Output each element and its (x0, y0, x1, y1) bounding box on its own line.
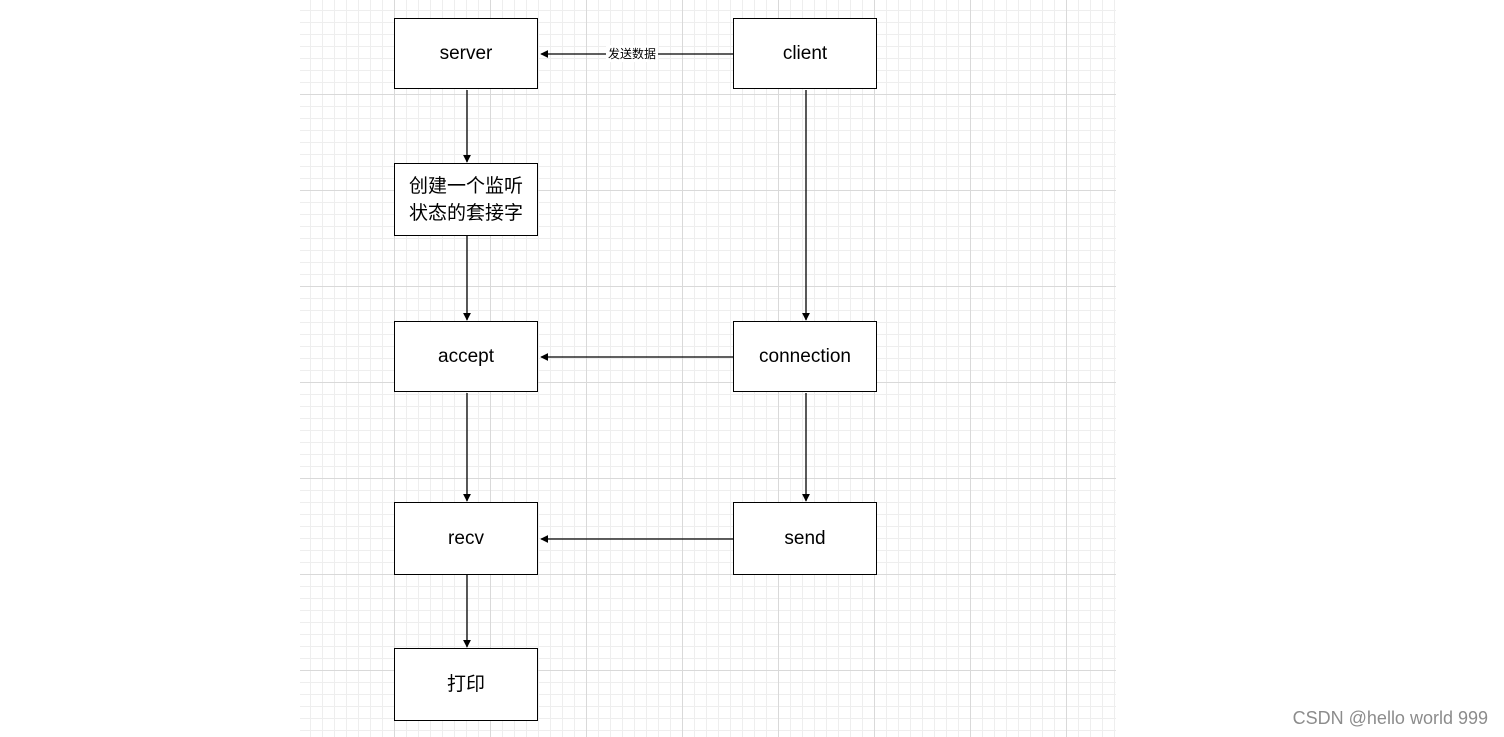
node-accept[interactable]: accept (394, 321, 538, 392)
node-server[interactable]: server (394, 18, 538, 89)
node-server-label: server (439, 42, 493, 64)
node-recv-label: recv (448, 527, 484, 549)
node-connection[interactable]: connection (733, 321, 877, 392)
node-create-socket-line-2: 状态的套接字 (408, 201, 523, 224)
node-send-label: send (784, 527, 826, 549)
diagram-canvas (300, 0, 1116, 737)
node-client-label: client (782, 42, 828, 64)
node-print-label: 打印 (446, 673, 485, 695)
node-create-listening-socket-label: 创建一个监听 状态的套接字 (409, 173, 523, 227)
node-create-listening-socket[interactable]: 创建一个监听 状态的套接字 (394, 163, 538, 236)
node-create-socket-line-1: 创建一个监听 (408, 174, 523, 197)
node-send[interactable]: send (733, 502, 877, 575)
node-print[interactable]: 打印 (394, 648, 538, 721)
node-accept-label: accept (438, 345, 494, 367)
node-connection-label: connection (759, 345, 851, 367)
node-recv[interactable]: recv (394, 502, 538, 575)
watermark: CSDN @hello world 999 (1292, 708, 1488, 728)
node-client[interactable]: client (733, 18, 877, 89)
edge-label-send-data: 发送数据 (606, 45, 659, 62)
